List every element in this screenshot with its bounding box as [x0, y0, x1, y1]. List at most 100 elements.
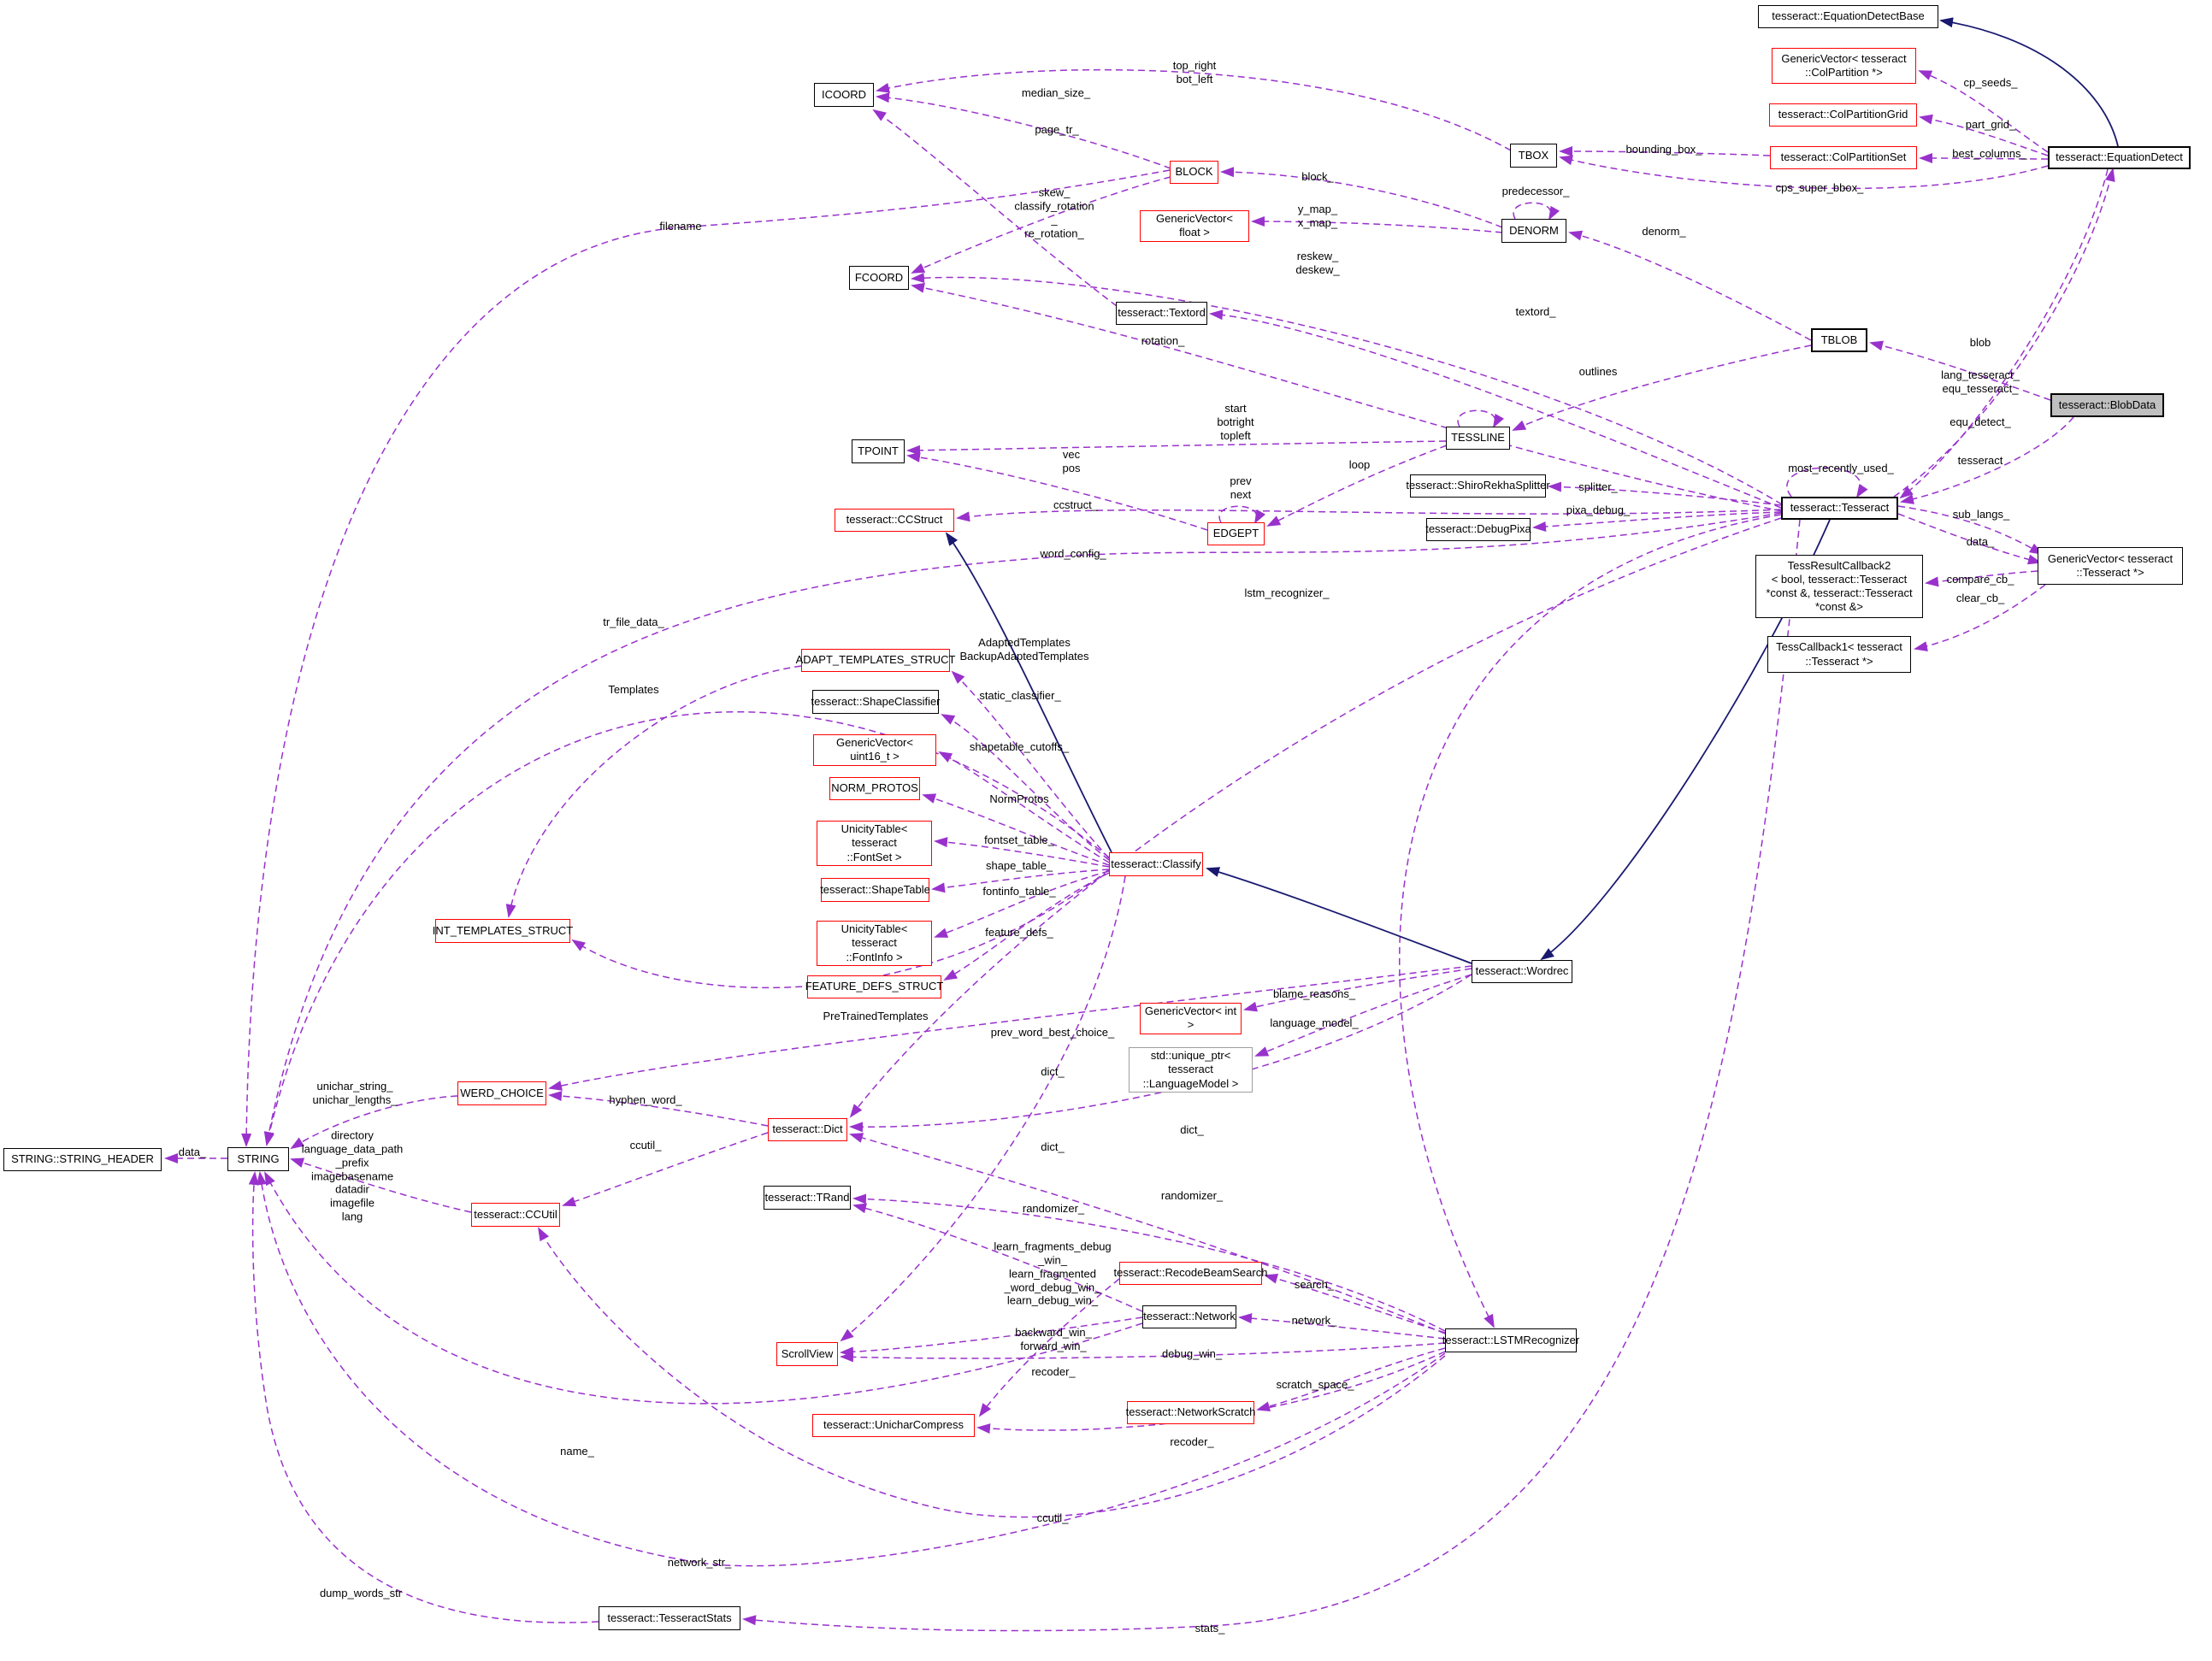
node-gv-float[interactable]: GenericVector< float >	[1140, 210, 1249, 242]
node-unique-ptr-language-model[interactable]: std::unique_ptr< tesseract ::LanguageMod…	[1129, 1047, 1253, 1093]
node-tbox[interactable]: TBOX	[1510, 144, 1557, 168]
usage-edge-43	[290, 1095, 458, 1150]
edge-label-network-str: network_str_	[667, 1556, 732, 1570]
edge-label-outlines: outlines	[1578, 365, 1618, 379]
usage-edge-66	[852, 1193, 1446, 1332]
edge-label-recoder: recoder_	[1170, 1435, 1214, 1449]
node-unichar-compress[interactable]: tesseract::UnicharCompress	[812, 1414, 975, 1437]
node-norm-protos[interactable]: NORM_PROTOS	[829, 777, 920, 800]
node-classify[interactable]: tesseract::Classify	[1109, 852, 1203, 876]
usage-edge-32	[1925, 570, 2038, 587]
usage-edge-53	[934, 837, 1110, 868]
usage-edge-47	[505, 665, 802, 918]
node-wordrec[interactable]: tesseract::Wordrec	[1472, 960, 1572, 983]
usage-edge-34	[1399, 514, 1782, 1328]
node-string-header[interactable]: STRING::STRING_HEADER	[3, 1148, 162, 1171]
node-string[interactable]: STRING	[227, 1147, 289, 1171]
usage-edge-60	[840, 1342, 1446, 1363]
node-adapt-templates-struct[interactable]: ADAPT_TEMPLATES_STRUCT	[796, 649, 955, 672]
node-lstm-recognizer[interactable]: tesseract::LSTMRecognizer	[1442, 1328, 1579, 1352]
node-gv-colpartition[interactable]: GenericVector< tesseract ::ColPartition …	[1772, 48, 1916, 84]
node-shirorekha-splitter[interactable]: tesseract::ShiroRekhaSplitter	[1406, 474, 1550, 498]
node-unicity-fontinfo[interactable]: UnicityTable< tesseract ::FontInfo >	[817, 921, 932, 966]
edge-label-top-right: top_right bot_left	[1172, 59, 1217, 85]
node-network[interactable]: tesseract::Network	[1142, 1305, 1236, 1328]
edge-label-loop: loop	[1348, 458, 1371, 472]
usage-edge-11	[1512, 345, 1812, 431]
edge-label-predecessor: predecessor_	[1501, 185, 1570, 198]
edge-label-unichar-string: unichar_string_ unichar_lengths_	[312, 1080, 398, 1106]
node-network-scratch[interactable]: tesseract::NetworkScratch	[1126, 1401, 1255, 1424]
edge-label-dict: dict_	[1180, 1123, 1204, 1137]
edge-label-data: data_	[178, 1146, 207, 1159]
edge-label-stats: stats_	[1194, 1622, 1225, 1635]
usage-edge-52	[922, 793, 1110, 866]
node-scrollview[interactable]: ScrollView	[776, 1342, 838, 1366]
node-block[interactable]: BLOCK	[1170, 161, 1218, 184]
edge-label-static-classifier: static_classifier_	[979, 689, 1061, 703]
node-tblob[interactable]: TBLOB	[1811, 328, 1867, 352]
usage-edge-28	[1548, 481, 1782, 506]
node-dict[interactable]: tesseract::Dict	[768, 1118, 847, 1141]
node-gv-int[interactable]: GenericVector< int >	[1140, 1003, 1242, 1034]
node-feature-defs-struct[interactable]: FEATURE_DEFS_STRUCT	[805, 975, 943, 998]
usage-edge-10	[1209, 309, 1782, 509]
edge-label-ccutil: ccutil_	[1036, 1511, 1069, 1525]
usage-edge-61	[1264, 1274, 1446, 1334]
edge-label-textord: textord_	[1515, 305, 1556, 319]
node-ccstruct[interactable]: tesseract::CCStruct	[835, 509, 954, 532]
edge-label-pixa-debug: pixa_debug_	[1566, 504, 1631, 517]
node-ccutil[interactable]: tesseract::CCUtil	[471, 1203, 560, 1227]
node-gv-tesseract[interactable]: GenericVector< tesseract ::Tesseract *>	[2038, 547, 2183, 585]
node-equation-detect-base[interactable]: tesseract::EquationDetectBase	[1758, 5, 1938, 28]
node-int-templates-struct[interactable]: INT_TEMPLATES_STRUCT	[433, 919, 573, 943]
node-edgept[interactable]: EDGEPT	[1207, 522, 1265, 545]
usage-edge-19	[1919, 114, 2049, 156]
node-icoord[interactable]: ICOORD	[814, 83, 874, 107]
inheritance-edge-0	[1939, 17, 2119, 147]
node-tesseract-stats[interactable]: tesseract::TesseractStats	[599, 1606, 740, 1630]
edge-label-clear-cb: clear_cb_	[1955, 592, 2005, 605]
edge-label-lang-tesseract: lang_tesseract_ equ_tesseract_	[1941, 368, 2020, 395]
node-tessline[interactable]: TESSLINE	[1446, 427, 1510, 450]
node-fcoord[interactable]: FCOORD	[849, 266, 909, 290]
node-werd-choice[interactable]: WERD_CHOICE	[457, 1081, 546, 1105]
node-tpoint[interactable]: TPOINT	[852, 439, 905, 463]
node-tess-result-callback2[interactable]: TessResultCallback2 < bool, tesseract::T…	[1755, 555, 1923, 618]
node-textord[interactable]: tesseract::Textord	[1116, 302, 1207, 325]
edge-label-dump-words-str: dump_words_str	[319, 1587, 403, 1600]
edge-label-ccutil: ccutil_	[629, 1139, 662, 1152]
inheritance-edge-2	[1206, 867, 1472, 964]
edge-label-blob: blob	[1969, 336, 1991, 350]
edge-label-equ-detect: equ_detect_	[1950, 415, 2011, 429]
node-recode-beam-search[interactable]: tesseract::RecodeBeamSearch	[1114, 1262, 1267, 1285]
edge-label-recoder: recoder_	[1031, 1365, 1076, 1379]
usage-edge-68	[264, 1171, 1143, 1405]
usage-edge-38	[849, 517, 1782, 1118]
node-colpartition-set[interactable]: tesseract::ColPartitionSet	[1770, 146, 1917, 169]
usage-edge-4	[911, 273, 1783, 505]
node-tesseract[interactable]: tesseract::Tesseract	[1781, 497, 1898, 520]
edge-label-most-recently-used: most_recently_used_	[1788, 462, 1894, 475]
usage-edge-8	[1513, 202, 1560, 221]
node-trand[interactable]: tesseract::TRand	[764, 1186, 851, 1210]
node-shape-classifier[interactable]: tesseract::ShapeClassifier	[811, 690, 941, 714]
node-shape-table[interactable]: tesseract::ShapeTable	[820, 878, 930, 902]
edge-label-shapetable-cutoffs: shapetable_cutoffs_	[969, 740, 1070, 754]
node-equation-detect[interactable]: tesseract::EquationDetect	[2048, 146, 2191, 169]
edge-label-part-grid: part_grid_	[1965, 118, 2016, 132]
edge-label-learn-fragments-debug: learn_fragments_debug _win_ learn_fragme…	[994, 1240, 1112, 1307]
edge-label-adaptedtemplates: AdaptedTemplates BackupAdaptedTemplates	[959, 636, 1089, 663]
usage-edge-63	[1256, 1347, 1446, 1412]
edge-label-vec: vec pos	[1062, 448, 1081, 474]
node-colpartition-grid[interactable]: tesseract::ColPartitionGrid	[1769, 103, 1917, 127]
node-debug-pixa[interactable]: tesseract::DebugPixa	[1425, 518, 1531, 541]
node-unicity-fontset[interactable]: UnicityTable< tesseract ::FontSet >	[817, 821, 932, 866]
node-denorm[interactable]: DENORM	[1501, 219, 1566, 243]
usage-edge-59	[840, 1316, 1143, 1358]
edge-label-backward-win: backward_win_ forward_win_	[1015, 1326, 1092, 1352]
usage-edge-26	[1900, 416, 2074, 504]
edge-label-dict: dict_	[1041, 1065, 1065, 1079]
node-tess-callback1[interactable]: TessCallback1< tesseract ::Tesseract *>	[1767, 636, 1911, 673]
node-gv-uint16[interactable]: GenericVector< uint16_t >	[813, 734, 936, 766]
